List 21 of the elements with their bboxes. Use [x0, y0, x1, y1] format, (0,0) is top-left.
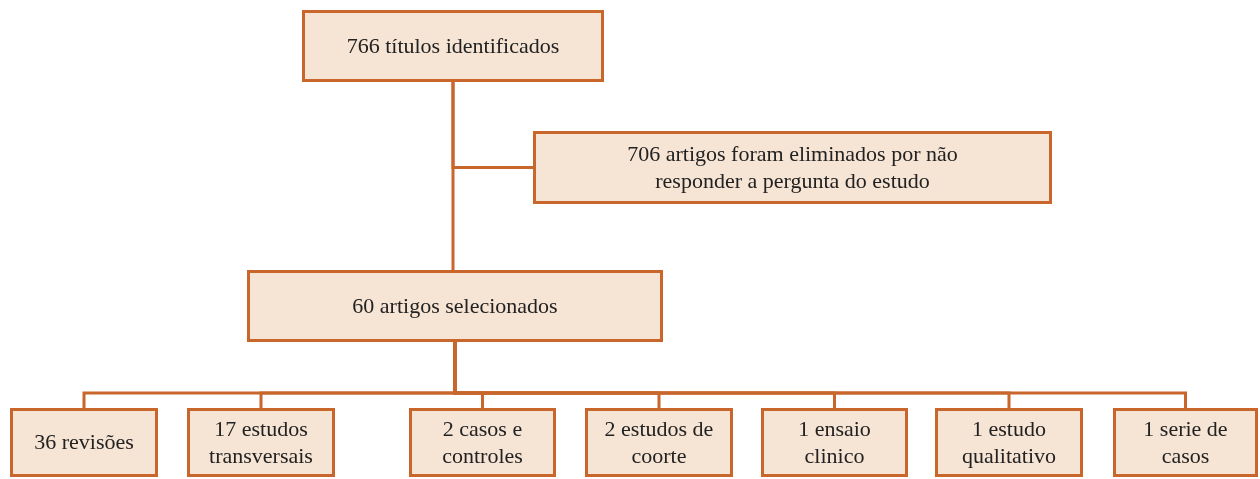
- process-box: [409, 408, 556, 477]
- box-text: 1 ensaio clinico: [797, 416, 872, 469]
- process-box: [10, 408, 158, 477]
- process-box: [935, 408, 1083, 477]
- box-text: 36 revisões: [34, 429, 134, 456]
- box-text: 60 artigos selecionados: [352, 292, 558, 320]
- box-text: 2 estudos de coorte: [604, 416, 714, 469]
- box-text: 1 estudo qualitativo: [960, 416, 1058, 469]
- process-box: [247, 270, 663, 342]
- connector-line: [451, 82, 455, 270]
- process-box: [533, 131, 1052, 204]
- process-box: [585, 408, 733, 477]
- box-text: 706 artigos foram eliminados por não responder a pergunta do estudo: [626, 141, 959, 194]
- process-box: [302, 10, 604, 82]
- box-text: 1 serie de casos: [1142, 416, 1229, 469]
- process-box: [187, 408, 335, 477]
- process-box: [761, 408, 908, 477]
- box-text: 2 casos e controles: [441, 416, 524, 469]
- box-text: 17 estudos transversais: [208, 416, 314, 469]
- process-box: [1113, 408, 1258, 477]
- box-text: 766 títulos identificados: [346, 32, 560, 60]
